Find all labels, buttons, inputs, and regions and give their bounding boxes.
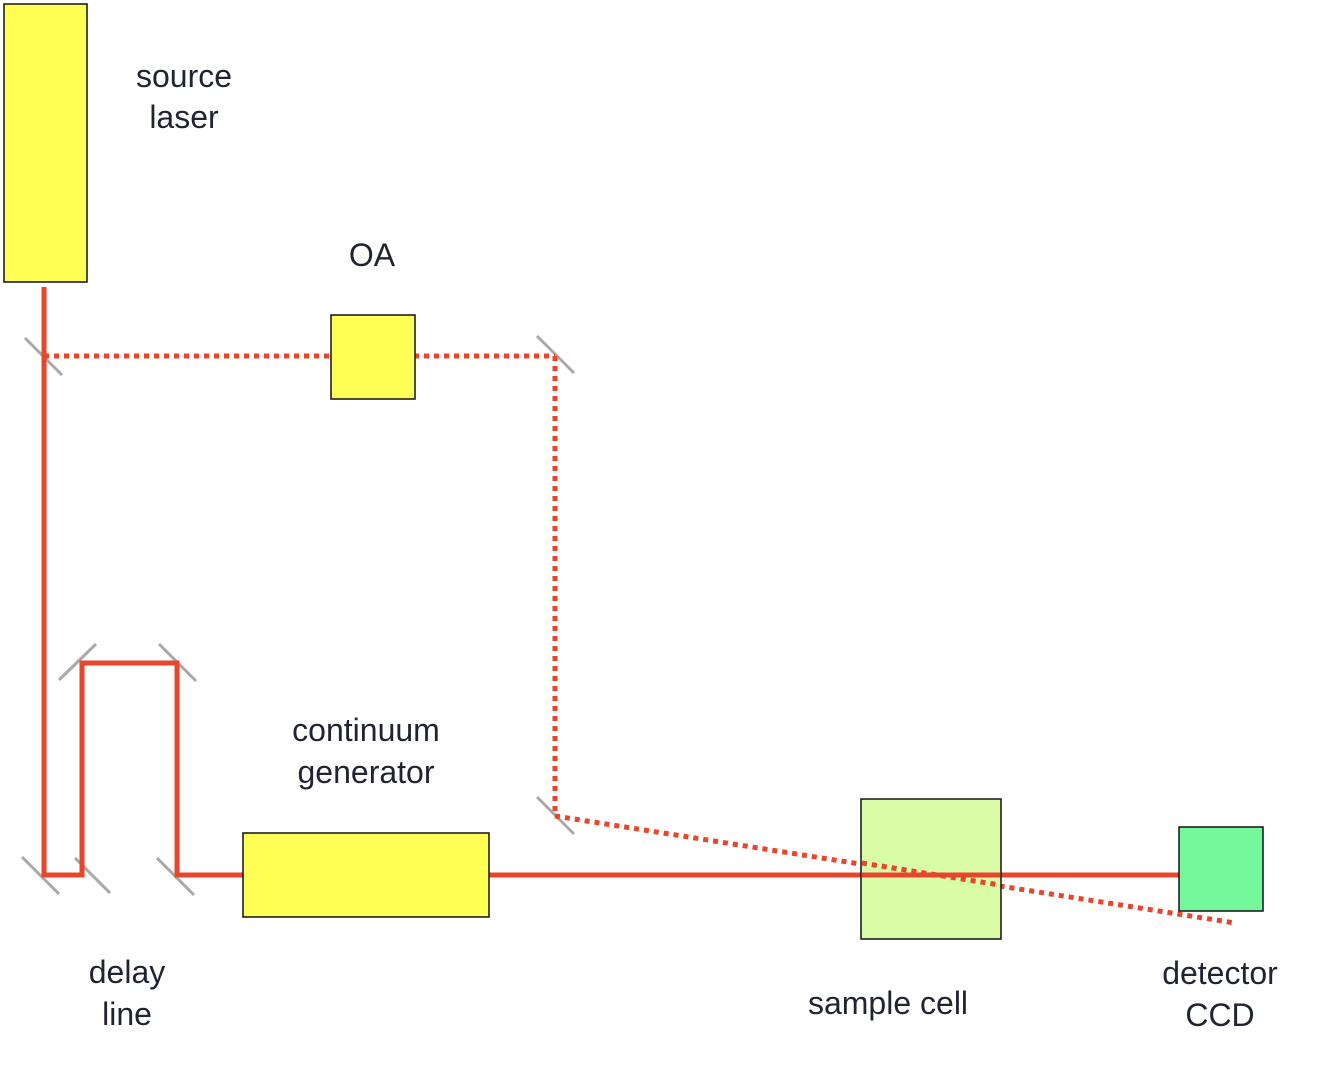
- oa-box: [330, 314, 416, 400]
- oa-label: OA: [349, 237, 396, 273]
- source-laser-label-line1: source: [136, 58, 232, 94]
- delay-line-label-line1: delay: [89, 954, 166, 990]
- mirror-delay-top-left: [57, 642, 98, 682]
- source-laser-box: [3, 3, 88, 283]
- mirror-oa-turn: [535, 334, 576, 375]
- detector-label-line1: detector: [1162, 955, 1278, 991]
- sample-cell-label: sample cell: [808, 985, 968, 1021]
- sample-cell-box: [860, 798, 1002, 940]
- source-laser-label-line2: laser: [149, 99, 219, 135]
- beams-through-cell: [861, 860, 1001, 888]
- continuum-generator-box: [242, 832, 490, 918]
- delay-line-label-line2: line: [102, 996, 152, 1032]
- detector-box: [1178, 826, 1264, 912]
- main-beam: [41, 287, 1180, 878]
- detector-label-line2: CCD: [1185, 997, 1254, 1033]
- probe-beam-in-cell: [861, 860, 1001, 888]
- mirror-main-bottom: [20, 855, 61, 896]
- continuum-generator-label-line1: continuum: [292, 712, 440, 748]
- continuum-generator-label-line2: generator: [298, 754, 435, 790]
- beams: [41, 287, 1236, 926]
- mirrors: [20, 334, 576, 897]
